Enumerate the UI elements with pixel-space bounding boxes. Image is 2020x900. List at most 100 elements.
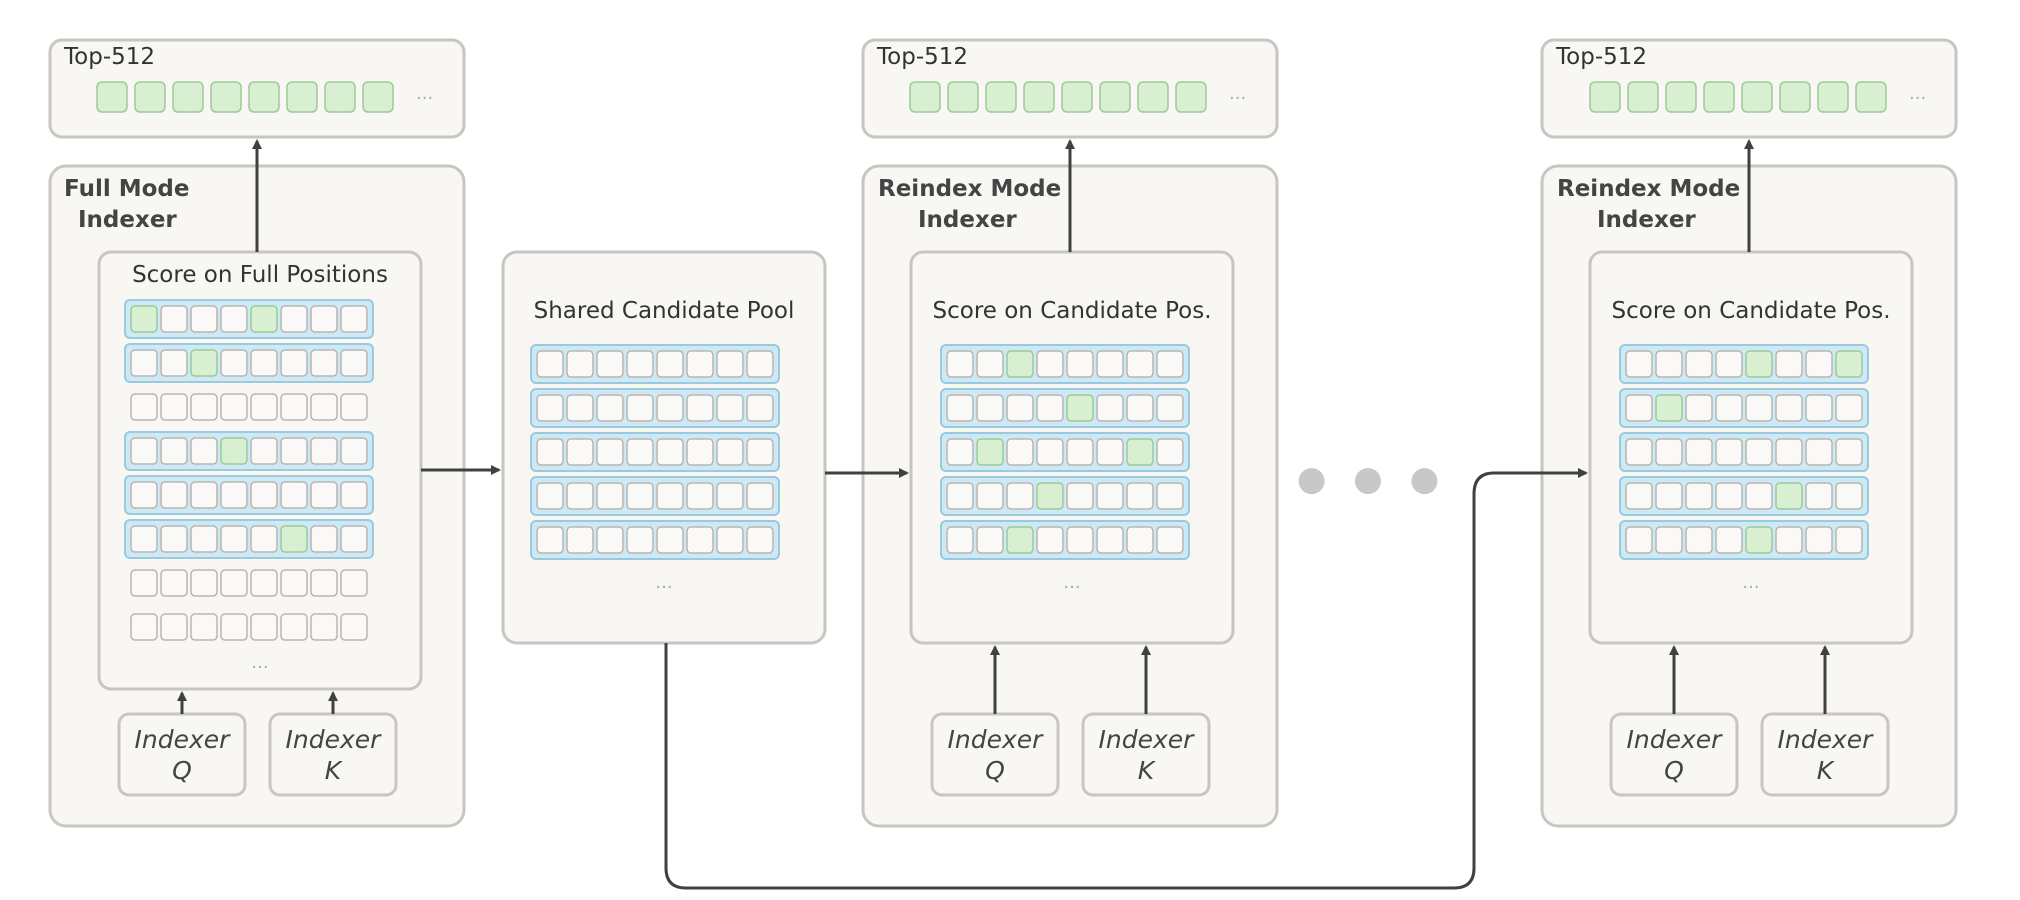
cell — [686, 526, 714, 554]
cell — [596, 394, 624, 422]
selected-cell — [220, 437, 248, 465]
cell — [1006, 482, 1034, 510]
selected-cell — [130, 305, 158, 333]
cell — [250, 481, 278, 509]
pool-grid-row-4 — [530, 476, 780, 516]
stage-2-score-title: Score on Candidate Pos. — [933, 298, 1212, 324]
pool-grid-row-1 — [530, 344, 780, 384]
selected-cell — [1126, 438, 1154, 466]
cell — [626, 438, 654, 466]
pool-grid — [530, 344, 780, 560]
topk-cell — [1855, 81, 1887, 113]
topk-cell — [1665, 81, 1697, 113]
cell — [746, 394, 774, 422]
stage-2-topk-label: Top-512 — [876, 44, 968, 70]
cell — [1036, 526, 1064, 554]
stage-2-score-grid-row-5 — [940, 520, 1190, 560]
cell — [1126, 526, 1154, 554]
cell — [656, 350, 684, 378]
stage-1-indexer-k-line1: Indexer — [286, 725, 383, 754]
selected-cell — [1066, 394, 1094, 422]
cell — [1775, 394, 1803, 422]
cell — [250, 525, 278, 553]
topk-cell — [1627, 81, 1659, 113]
topk-cell — [1099, 81, 1131, 113]
stage-3-indexer-title-line1: Reindex Mode — [1557, 176, 1740, 202]
stage-3-topk-box: Top-512 ··· — [1540, 38, 1958, 139]
topk-cell — [248, 81, 280, 113]
cell — [976, 350, 1004, 378]
cell — [1096, 394, 1124, 422]
cell — [1805, 526, 1833, 554]
cell — [686, 482, 714, 510]
cell — [310, 305, 338, 333]
cell — [1835, 482, 1863, 510]
cell — [946, 482, 974, 510]
topk-cell — [1061, 81, 1093, 113]
cell — [130, 437, 158, 465]
stage-1-indexer-q-line2: Q — [172, 756, 192, 785]
cell — [1835, 438, 1863, 466]
cell — [1066, 438, 1094, 466]
cell — [280, 569, 308, 597]
selected-cell — [250, 305, 278, 333]
cell — [1625, 438, 1653, 466]
cell — [1715, 482, 1743, 510]
selected-cell — [1655, 394, 1683, 422]
topk-cell — [1741, 81, 1773, 113]
cell — [946, 526, 974, 554]
cell — [340, 613, 368, 641]
cell — [716, 526, 744, 554]
topk-cell — [1703, 81, 1735, 113]
cell — [1006, 438, 1034, 466]
cell — [626, 394, 654, 422]
cell — [1655, 438, 1683, 466]
cell — [1745, 438, 1773, 466]
pool-arrow-to-stage-3 — [664, 468, 1588, 890]
cell — [130, 349, 158, 377]
cell — [280, 613, 308, 641]
cell — [130, 525, 158, 553]
cell — [250, 437, 278, 465]
stage-2-score-grid-row-1 — [940, 344, 1190, 384]
cell — [160, 349, 188, 377]
cell — [566, 394, 594, 422]
shared-candidate-pool: Shared Candidate Pool ··· — [501, 250, 827, 645]
stage-3-topk-cells — [1589, 81, 1887, 113]
stage-1-score-grid-row-1 — [124, 299, 374, 339]
stage-3-score-more: ··· — [1742, 577, 1759, 598]
stage-2-topk-more: ··· — [1229, 88, 1246, 109]
cell — [1685, 482, 1713, 510]
cell — [220, 393, 248, 421]
topk-cell — [985, 81, 1017, 113]
cell — [190, 613, 218, 641]
stage-2-indexer-k: Indexer K — [1081, 712, 1211, 797]
stage-1-topk-more: ··· — [416, 88, 433, 109]
cell — [1096, 482, 1124, 510]
stage-2-score-grid-row-4 — [940, 476, 1190, 516]
cell — [716, 350, 744, 378]
selected-cell — [1745, 526, 1773, 554]
cell — [190, 305, 218, 333]
stage-2-topk-cells — [909, 81, 1207, 113]
cell — [746, 350, 774, 378]
stage-2-indexer-q-line2: Q — [985, 756, 1005, 785]
cell — [566, 482, 594, 510]
cell — [1625, 394, 1653, 422]
cell — [1006, 394, 1034, 422]
stage-2-score-more: ··· — [1063, 577, 1080, 598]
cell — [1066, 350, 1094, 378]
topk-cell — [947, 81, 979, 113]
arrows — [177, 139, 1830, 890]
stage-1-score-grid-row-7 — [130, 569, 368, 597]
cell — [250, 349, 278, 377]
stage-3-indexer-title-line2: Indexer — [1597, 207, 1696, 233]
cell — [1126, 394, 1154, 422]
cell — [686, 350, 714, 378]
cell — [566, 526, 594, 554]
stage-1-score-grid-row-4 — [124, 431, 374, 471]
stage-3-score-grid-row-5 — [1619, 520, 1869, 560]
cell — [1775, 350, 1803, 378]
cell — [310, 569, 338, 597]
